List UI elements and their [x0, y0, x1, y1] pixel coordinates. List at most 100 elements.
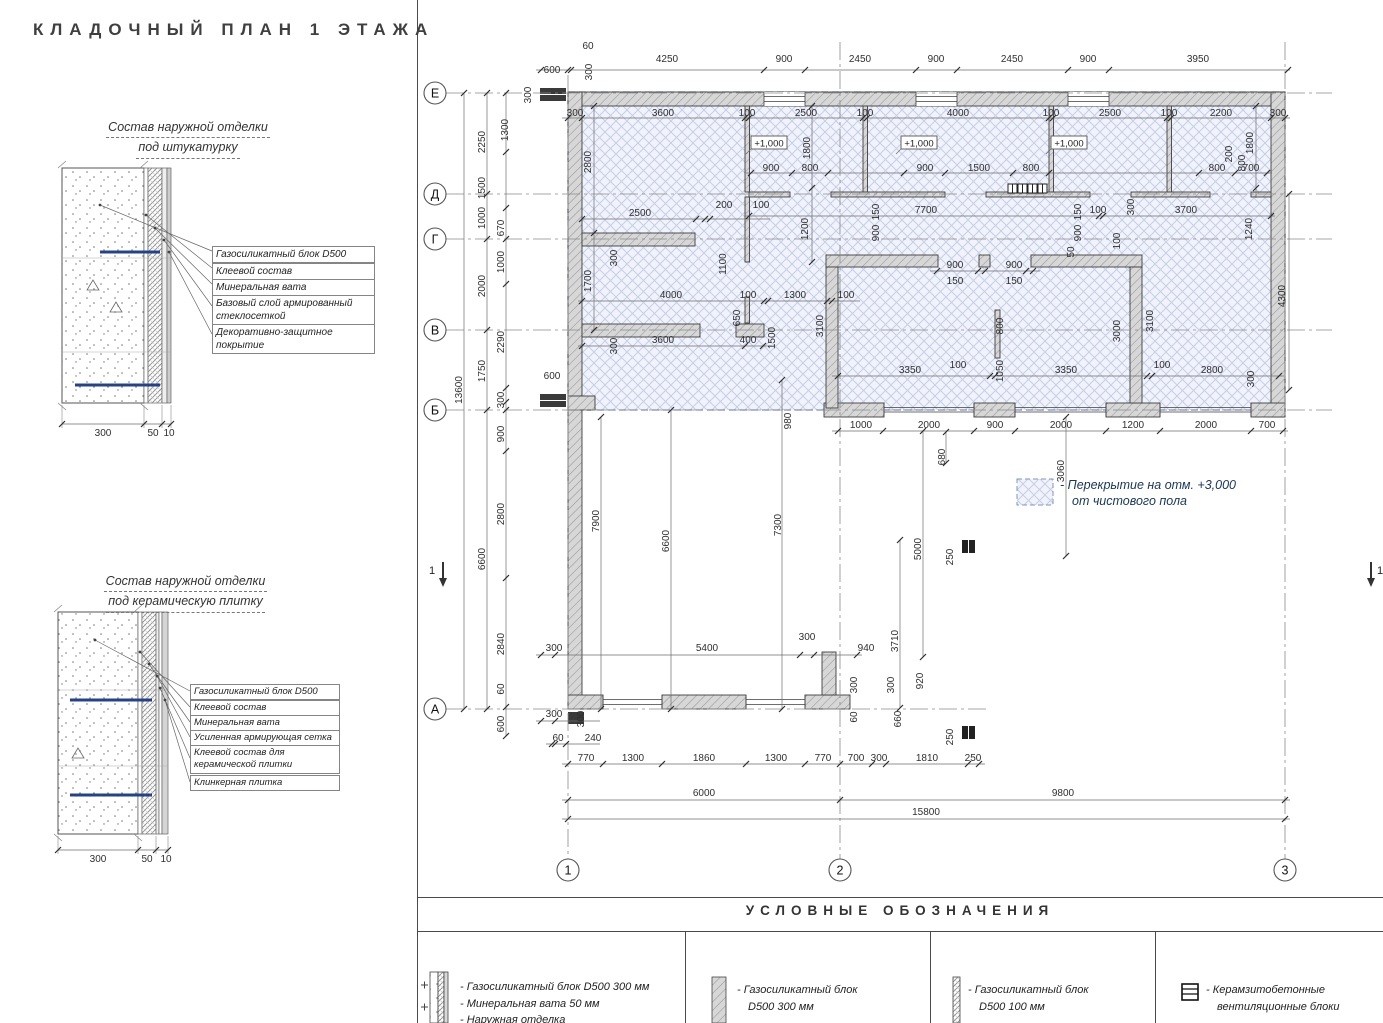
dimension-tick [742, 760, 750, 768]
dimension-tick [502, 732, 510, 740]
dimension-tick [502, 398, 510, 406]
dimension-tick [551, 717, 559, 725]
dimension-label: 3950 [1187, 54, 1210, 65]
dimension-label: 3000 [1112, 319, 1123, 342]
dimension-tick [879, 427, 887, 435]
sheet-borders [417, 0, 1383, 1023]
dimension-tick [1247, 427, 1255, 435]
legend-item-line: - Газосиликатный блок [968, 984, 1089, 996]
dimension-label: 100 [740, 290, 757, 301]
dimension-tick [667, 406, 675, 414]
dimension-tick [759, 342, 767, 350]
dimension-label: 3600 [652, 108, 675, 119]
dimension-label: 6600 [661, 529, 672, 552]
dimension-label: 1000 [496, 250, 507, 273]
legend-item-line: вентиляционные блоки [1217, 1000, 1340, 1013]
legend-item-4: - Керамзитобетонные вентиляционные блоки [1206, 982, 1381, 1015]
dimension-label: 2800 [583, 150, 594, 173]
dimension-label: 300 [523, 86, 534, 103]
axis-bubble [423, 182, 447, 206]
dimension-label: 100 [857, 108, 874, 119]
dimension-label: 150 [1073, 203, 1084, 220]
dimension-tick [1281, 114, 1289, 122]
dimension-tick [667, 705, 675, 713]
dimension-label: 50 [141, 854, 153, 865]
dimension-label: 2000 [477, 274, 488, 297]
legend-item-line: D500 300 мм [748, 1000, 814, 1013]
level-mark-box [1050, 135, 1088, 150]
dimension-tick [483, 190, 491, 198]
dimension-tick [745, 114, 753, 122]
dimension-tick [970, 427, 978, 435]
dimension-label: 2500 [1099, 108, 1122, 119]
dimension-tick [564, 815, 572, 823]
layer-label: Клеевой состав для керамической плитки [190, 745, 340, 774]
dimension-tick [981, 267, 989, 275]
detail-plaster-title-line1: Состав наружной отделки [106, 118, 270, 139]
layer-label: Клеевой состав [212, 263, 375, 280]
axis-bubble [423, 227, 447, 251]
dimension-tick [483, 235, 491, 243]
section-cut-number: 1 [429, 565, 435, 577]
dimension-label: 800 [1023, 163, 1040, 174]
dimension-tick [760, 297, 768, 305]
dimension-tick [590, 326, 598, 334]
dimension-label: 300 [609, 337, 620, 354]
dimension-tick [953, 66, 961, 74]
dimension-tick [1029, 267, 1037, 275]
dimension-label: 200 [716, 200, 733, 211]
dimension-label: 1300 [765, 753, 788, 764]
dimension-label: 1500 [477, 176, 488, 199]
axis-label: В [431, 324, 439, 338]
dimension-label: 300 [886, 676, 897, 693]
dimension-label: 2000 [918, 420, 941, 431]
dimension-tick [502, 447, 510, 455]
dimension-label: 100 [1043, 108, 1060, 119]
dimension-label: 60 [552, 733, 564, 744]
dimension-label: 900 [776, 54, 793, 65]
dimension-label: 980 [783, 412, 794, 429]
dimension-label: 300 [849, 676, 860, 693]
dimension-label: 300 [567, 108, 584, 119]
axis-label: 2 [837, 864, 844, 878]
layer-label: Клеевой состав [190, 700, 340, 717]
axis-label: 3 [1282, 864, 1289, 878]
dimension-label: 300 [609, 249, 620, 266]
dimension-label: 700 [848, 753, 865, 764]
layer-label: Декоративно-защитное покрытие [212, 324, 375, 354]
dimension-tick [834, 427, 842, 435]
dimension-tick [502, 148, 510, 156]
dimension-label: 3100 [1145, 309, 1156, 332]
layer-label: Газосиликатный блок D500 [190, 684, 340, 701]
dimension-tick [796, 651, 804, 659]
dimension-label: 1700 [583, 269, 594, 292]
dimension-tick [1064, 66, 1072, 74]
dimension-label: 15800 [912, 807, 940, 818]
legend-item-line: - Керамзитобетонные [1206, 984, 1326, 996]
dimension-tick [808, 102, 816, 110]
detail-tile-title: Состав наружной отделки под керамическую… [58, 572, 313, 613]
legend-item-line: - Наружная отделка [460, 1014, 566, 1023]
dimension-label: 4000 [947, 108, 970, 119]
dimension-label: 100 [950, 360, 967, 371]
dimension-label: 2500 [629, 208, 652, 219]
dimension-tick [502, 89, 510, 97]
layer-label: Минеральная вата [190, 715, 340, 732]
dimension-tick [836, 760, 844, 768]
dimension-label: 2200 [1210, 108, 1233, 119]
dimension-label: 1200 [800, 217, 811, 240]
dimension-label: 100 [838, 290, 855, 301]
dimension-label: 800 [1237, 154, 1248, 171]
dimension-label: 5400 [696, 643, 719, 654]
dimension-label: 5000 [913, 537, 924, 560]
dimension-tick [597, 413, 605, 421]
axis-bubble [423, 318, 447, 342]
dimension-label: 920 [915, 672, 926, 689]
dimension-tick [551, 651, 559, 659]
dimension-label: 770 [815, 753, 832, 764]
dimension-tick [1045, 169, 1053, 177]
dimension-label: 900 [928, 54, 945, 65]
dimension-tick [941, 169, 949, 177]
dimension-tick [564, 796, 572, 804]
